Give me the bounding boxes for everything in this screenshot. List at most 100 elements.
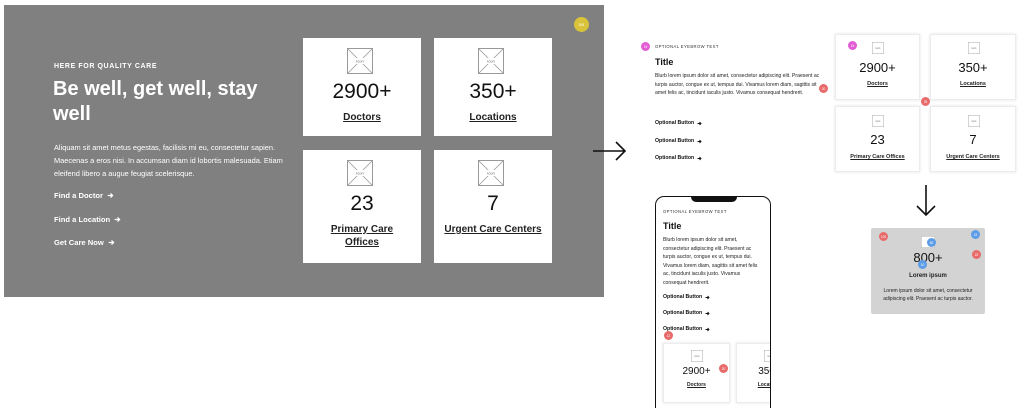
arrow-right-icon: [705, 295, 710, 299]
arrow-right-icon: [107, 192, 114, 199]
svg-text:icon: icon: [356, 59, 363, 64]
spec-marker: 20: [819, 84, 828, 93]
arrow-right-icon: [697, 121, 702, 125]
spec-card-urgent-care[interactable]: icon 7 Urgent Care Centers: [930, 106, 1016, 172]
spec-marker: 15: [641, 42, 650, 51]
stat-value: 350+: [758, 366, 770, 377]
svg-text:icon: icon: [768, 354, 771, 358]
hover-body: Lorem ipsum dolor sit amet, consectetur …: [883, 288, 973, 302]
image-placeholder-icon: icon: [478, 160, 504, 186]
spec-marker: 22: [972, 250, 981, 259]
hero-section: HERE FOR QUALITY CARE Be well, get well,…: [4, 5, 604, 297]
spec-marker: 12: [664, 331, 673, 340]
spec-marker: 100: [879, 232, 888, 241]
stat-value: 350+: [469, 80, 517, 103]
stat-value: 7: [487, 192, 499, 215]
stat-label-link[interactable]: Primary Care Offices: [850, 154, 905, 160]
stat-card-locations[interactable]: icon 350+ Locations: [434, 38, 552, 136]
stat-value: 23: [870, 132, 885, 147]
image-placeholder-icon: icon: [764, 350, 771, 362]
svg-text:icon: icon: [972, 46, 977, 50]
stat-label-link[interactable]: Locations: [757, 382, 770, 388]
spec-marker: 10: [918, 260, 927, 269]
image-placeholder-icon: icon: [691, 350, 703, 362]
stat-card-urgent-care[interactable]: icon 7 Urgent Care Centers: [434, 150, 552, 263]
svg-text:icon: icon: [487, 171, 494, 176]
stat-value: 2900+: [859, 60, 896, 75]
svg-text:icon: icon: [356, 171, 363, 176]
hover-label: Lorem ipsum: [909, 273, 947, 279]
stat-value: 7: [969, 132, 977, 147]
spec-marker: 25: [921, 97, 930, 106]
optional-button[interactable]: Optional Button: [655, 120, 702, 126]
get-care-now-label: Get Care Now: [54, 238, 104, 247]
svg-text:icon: icon: [972, 119, 977, 123]
stat-label-link[interactable]: Locations: [469, 112, 517, 123]
stat-card-doctors[interactable]: icon 2900+ Doctors: [303, 38, 421, 136]
mobile-frame: OPTIONAL EYEBROW TEXT Title Blurb lorem …: [655, 196, 771, 408]
find-location-link[interactable]: Find a Location: [54, 215, 121, 224]
mobile-card-locations[interactable]: icon 350+ Locations: [736, 343, 771, 403]
spec-title: Title: [655, 57, 674, 67]
mobile-eyebrow: OPTIONAL EYEBROW TEXT: [663, 209, 727, 214]
mobile-title: Title: [663, 221, 682, 231]
get-care-now-link[interactable]: Get Care Now: [54, 238, 115, 247]
arrow-right-icon: [593, 141, 627, 161]
hover-value: 800+: [913, 250, 943, 265]
hero-title: Be well, get well, stay well: [53, 78, 258, 125]
image-placeholder-icon: icon: [347, 160, 373, 186]
spec-eyebrow: OPTIONAL EYEBROW TEXT: [655, 44, 719, 49]
stat-label-link[interactable]: Doctors: [687, 382, 706, 388]
stat-label-link[interactable]: Locations: [960, 81, 986, 87]
optional-button[interactable]: Optional Button: [663, 294, 710, 300]
optional-button[interactable]: Optional Button: [663, 326, 710, 332]
arrow-right-icon: [705, 311, 710, 315]
svg-text:icon: icon: [487, 59, 494, 64]
spec-card-locations[interactable]: icon 350+ Locations: [930, 34, 1016, 100]
svg-text:icon: icon: [876, 46, 881, 50]
hero-body: Aliquam sit amet metus egestas, facilisi…: [54, 143, 283, 178]
stat-card-primary-care[interactable]: icon 23 Primary Care Offices: [303, 150, 421, 263]
optional-button[interactable]: Optional Button: [655, 155, 702, 161]
arrow-right-icon: [697, 156, 702, 160]
spec-marker: 50: [927, 238, 936, 247]
hero-eyebrow: HERE FOR QUALITY CARE: [54, 63, 158, 70]
mobile-body: Blurb lorem ipsum dolor sit amet, consec…: [663, 237, 758, 286]
find-doctor-label: Find a Doctor: [54, 191, 103, 200]
spec-card-primary-care[interactable]: icon 23 Primary Care Offices: [835, 106, 920, 172]
desktop-spec: 15 OPTIONAL EYEBROW TEXT Title Blurb lor…: [641, 42, 821, 172]
image-placeholder-icon: icon: [968, 42, 980, 54]
stat-value: 350+: [958, 60, 988, 75]
image-placeholder-icon: icon: [872, 42, 884, 54]
find-location-label: Find a Location: [54, 215, 111, 224]
spec-marker: 20: [719, 364, 728, 373]
svg-text:icon: icon: [876, 119, 881, 123]
spec-marker: 22: [971, 230, 980, 239]
optional-button[interactable]: Optional Button: [663, 310, 710, 316]
status-badge: 5/5: [574, 17, 589, 32]
stat-label-link[interactable]: Urgent Care Centers: [444, 224, 542, 235]
arrow-down-icon: [916, 185, 936, 217]
arrow-right-icon: [697, 139, 702, 143]
optional-button[interactable]: Optional Button: [655, 138, 702, 144]
stat-label-link[interactable]: Doctors: [343, 112, 381, 123]
stat-value: 23: [350, 192, 374, 215]
arrow-right-icon: [114, 216, 121, 223]
spec-marker: 15: [848, 41, 857, 50]
mobile-card-doctors[interactable]: icon 2900+ Doctors: [663, 343, 730, 403]
stat-label-link[interactable]: Primary Care Offices: [330, 224, 394, 248]
find-doctor-link[interactable]: Find a Doctor: [54, 191, 114, 200]
image-placeholder-icon: icon: [968, 115, 980, 127]
svg-text:icon: icon: [695, 354, 700, 358]
stat-label-link[interactable]: Urgent Care Centers: [946, 154, 1000, 160]
arrow-right-icon: [108, 239, 115, 246]
spec-body: Blurb lorem ipsum dolor sit amet, consec…: [655, 73, 820, 97]
stat-label-link[interactable]: Doctors: [867, 81, 888, 87]
phone-notch: [691, 197, 737, 202]
image-placeholder-icon: icon: [478, 48, 504, 74]
stat-value: 2900+: [682, 366, 711, 377]
image-placeholder-icon: icon: [872, 115, 884, 127]
image-placeholder-icon: icon: [347, 48, 373, 74]
arrow-right-icon: [705, 327, 710, 331]
stat-value: 2900+: [332, 80, 392, 103]
